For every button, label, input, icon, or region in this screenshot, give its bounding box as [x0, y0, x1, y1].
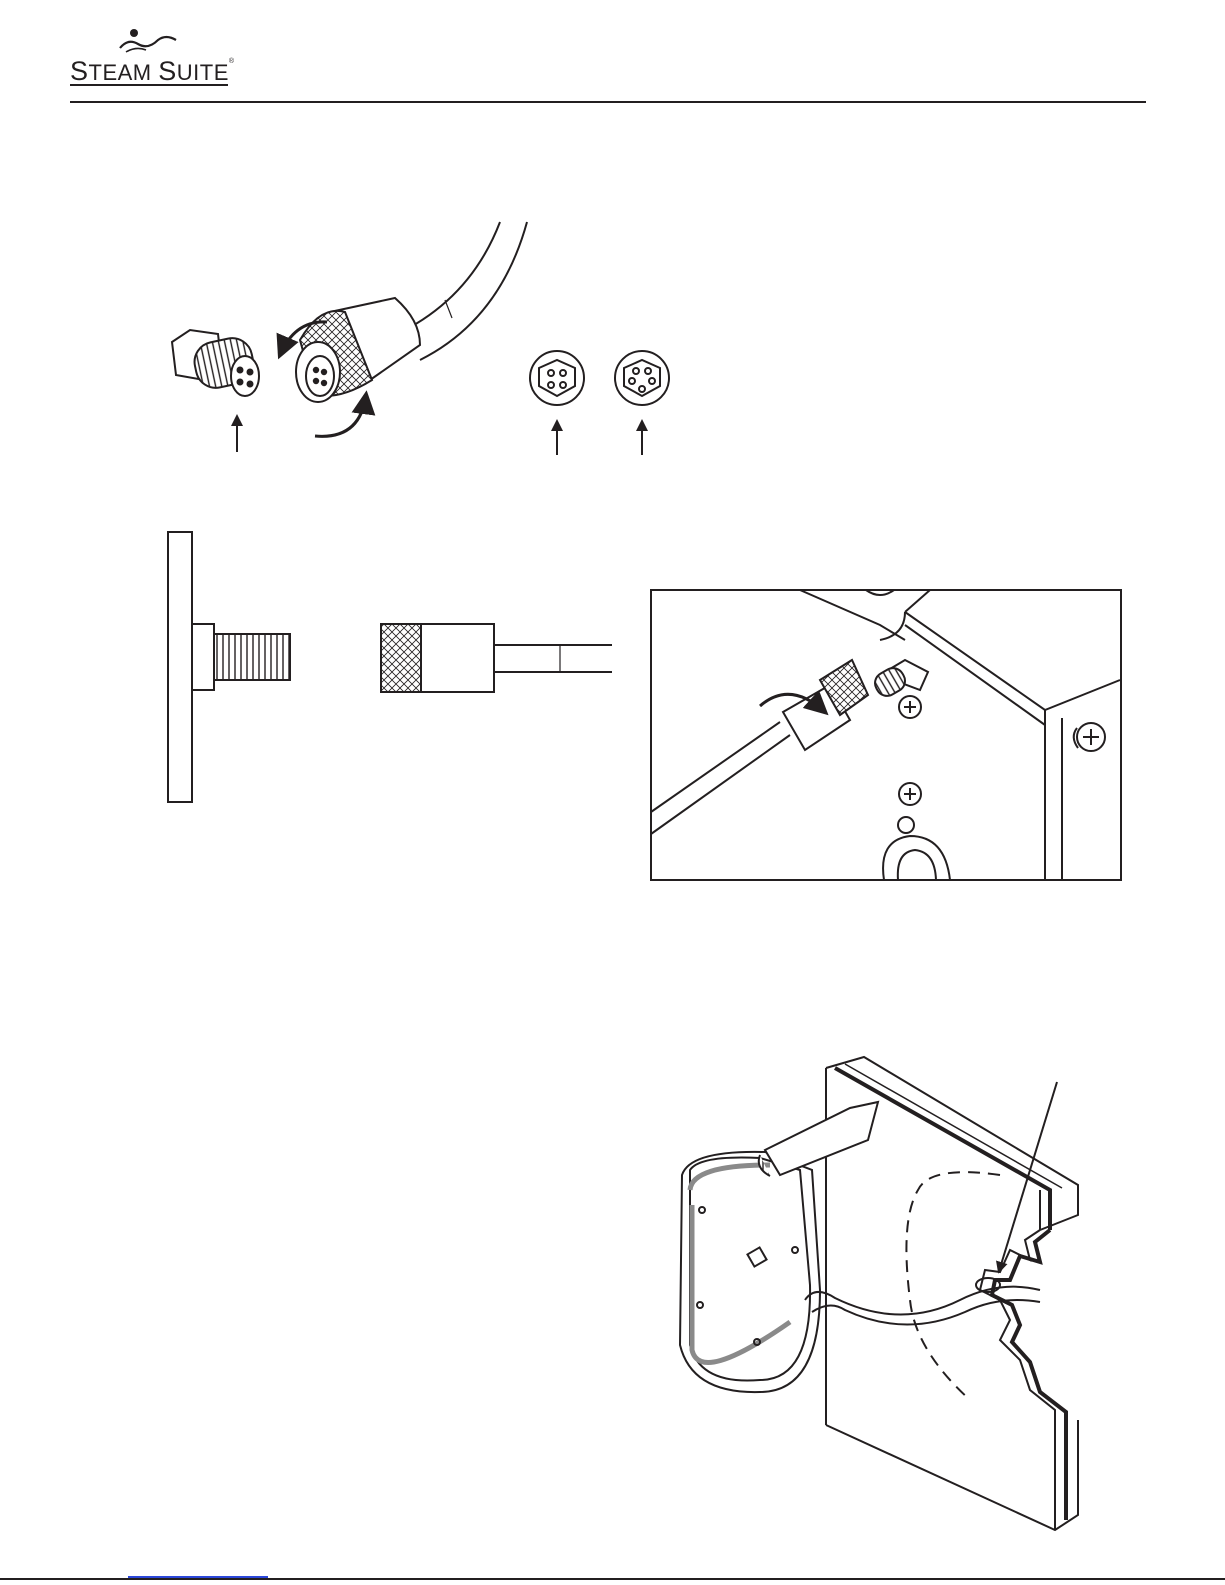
footer-rule — [0, 1578, 1225, 1580]
connector-plug-and-cable-icon — [172, 222, 527, 452]
control-panel-rear-icon — [680, 1057, 1078, 1530]
side-section-icon — [168, 532, 612, 802]
pin-layout-icon — [530, 351, 669, 455]
generator-port-icon — [651, 590, 1121, 880]
